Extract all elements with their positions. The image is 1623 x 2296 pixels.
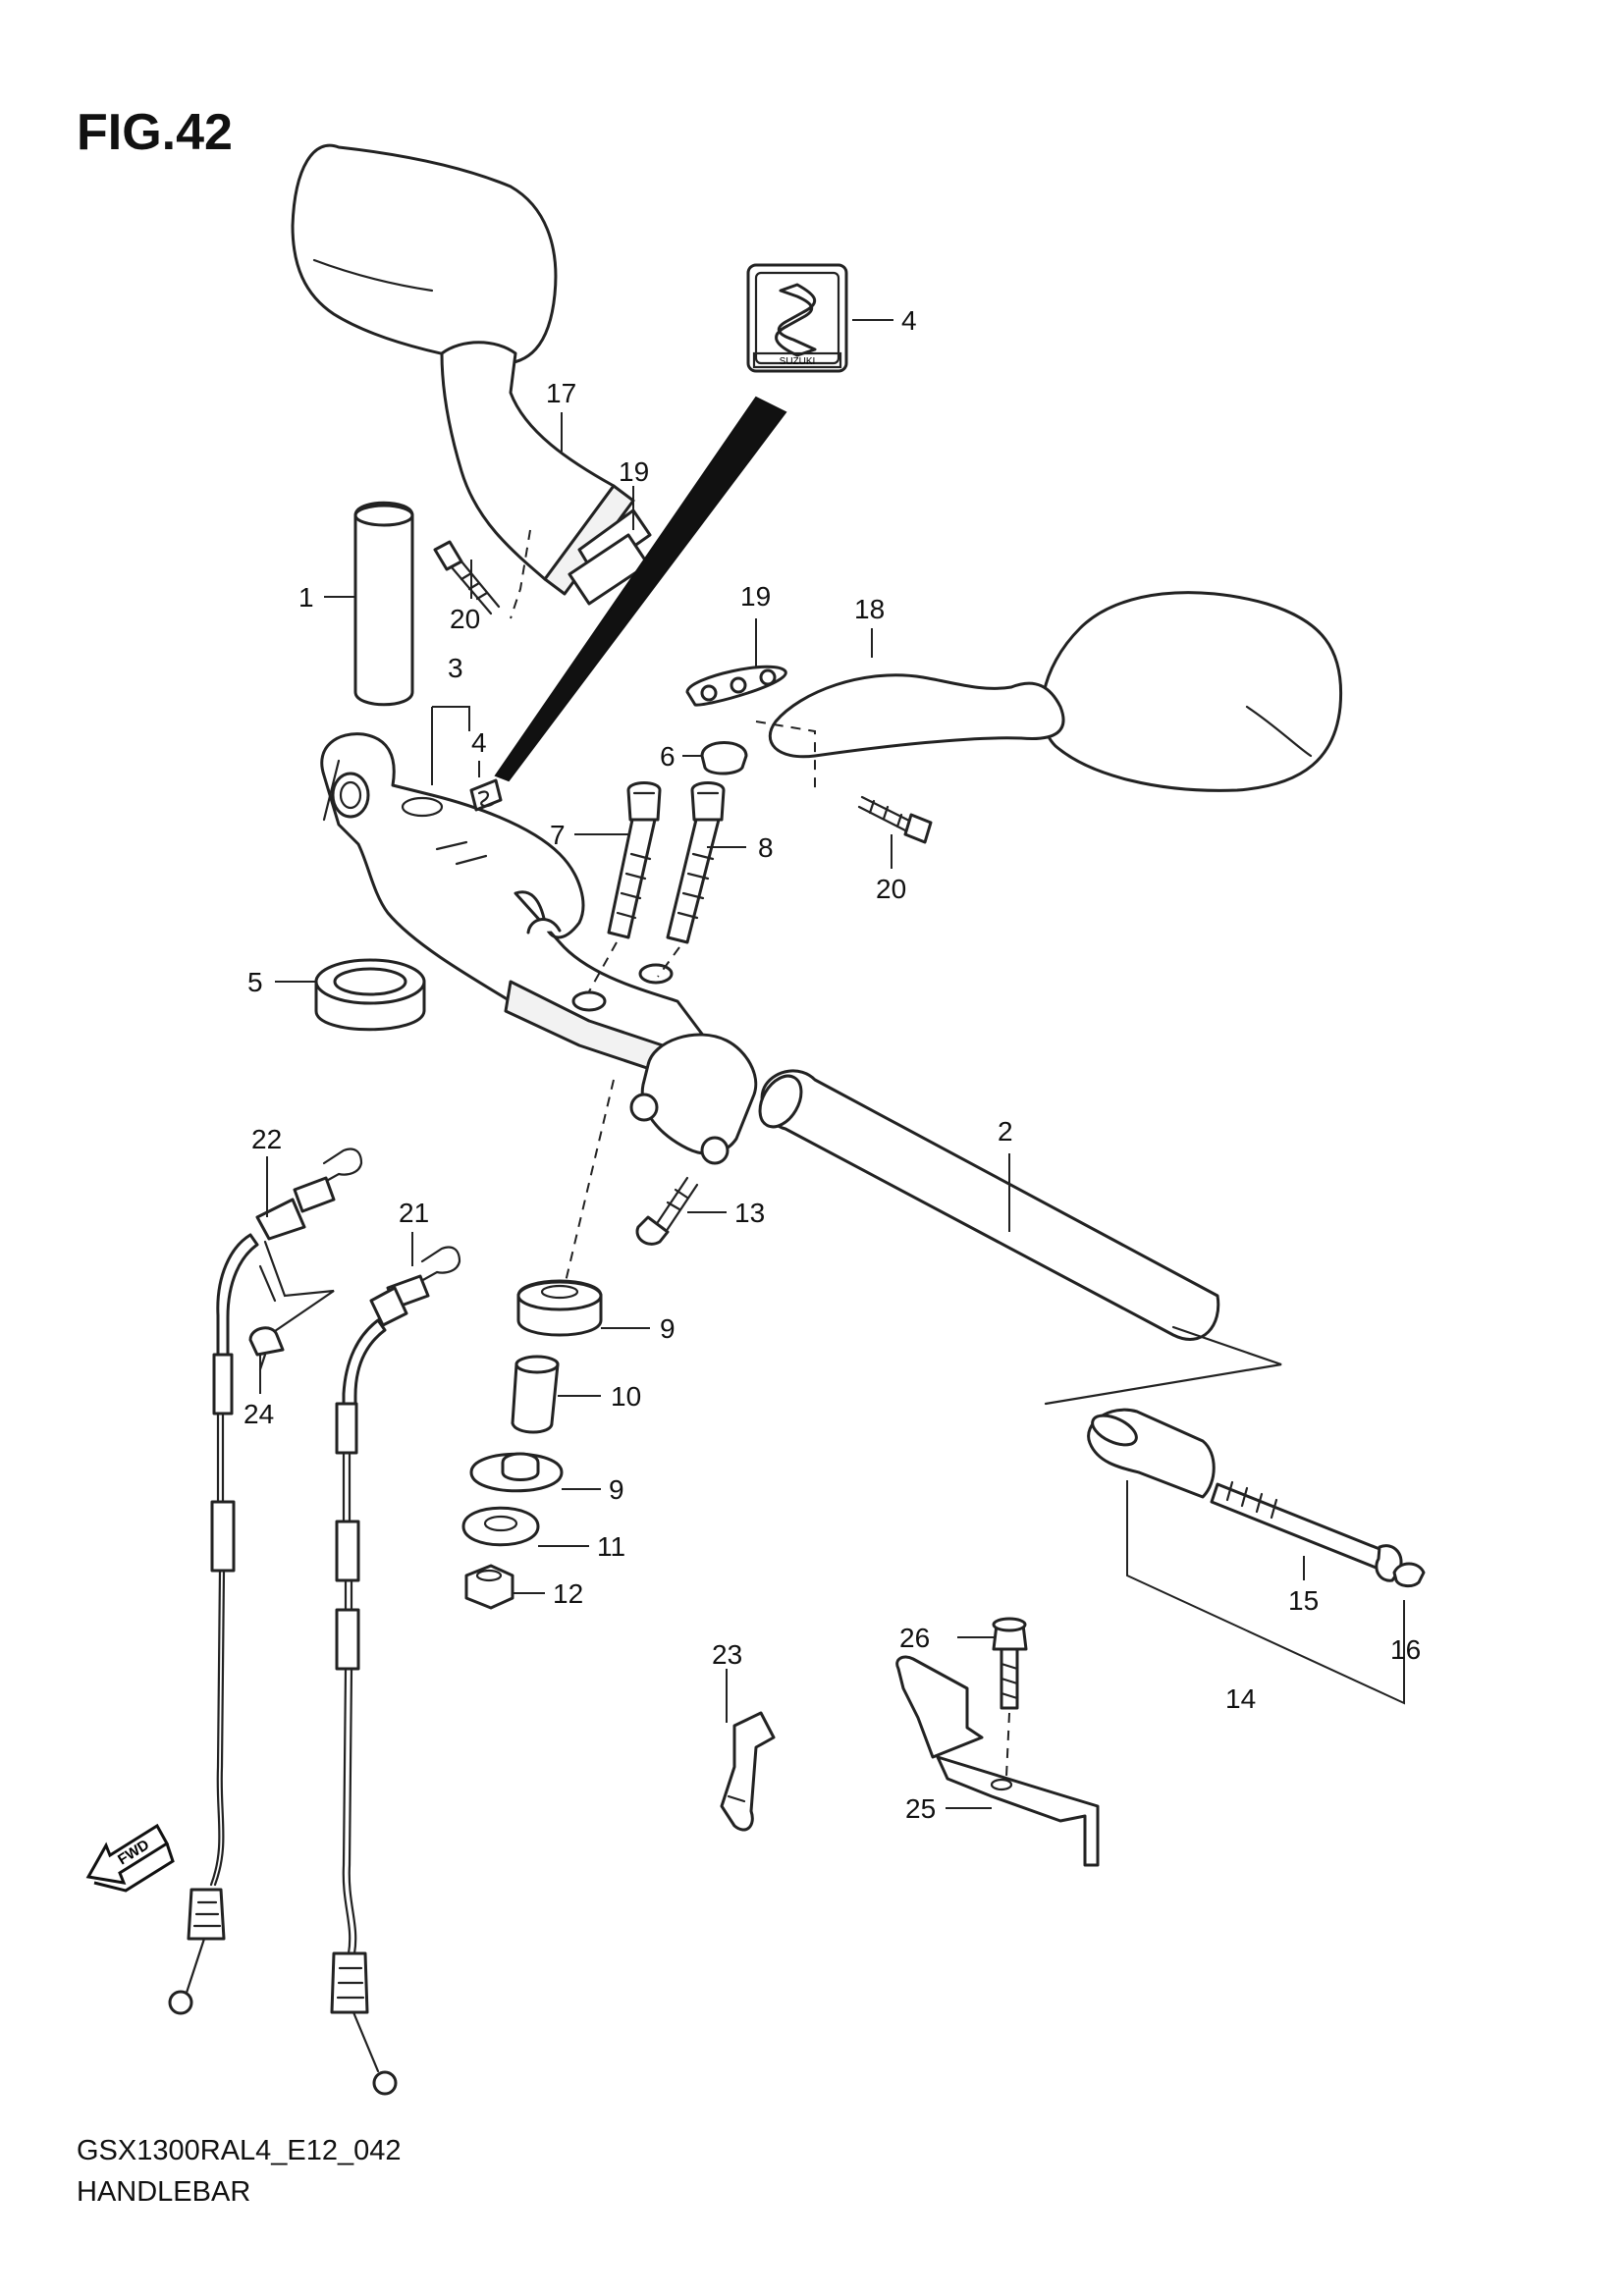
spacer-collar [511, 1355, 560, 1434]
callout-6: 6 [660, 741, 676, 772]
bracket-bolt-dash [1005, 1712, 1010, 1778]
right-mirror-bolt [857, 795, 933, 844]
callout-26: 26 [899, 1623, 930, 1653]
footer-model-code: GSX1300RAL4_E12_042 [77, 2135, 402, 2166]
balancer-bolt [1210, 1480, 1403, 1582]
callout-leaders [259, 319, 1405, 1809]
balancer-weight [1087, 1408, 1216, 1499]
holder-bolt-7 [607, 781, 662, 939]
callout-4-small-emblem: 4 [471, 727, 487, 758]
callout-24: 24 [243, 1399, 274, 1429]
callout-20-left: 20 [450, 604, 480, 634]
callout-17: 17 [546, 378, 576, 408]
callout-18: 18 [854, 594, 885, 624]
throttle-cable-22 [168, 1148, 363, 2015]
callout-14: 14 [1225, 1683, 1256, 1714]
callout-22: 22 [251, 1124, 282, 1154]
callout-7: 7 [550, 820, 566, 850]
handlebar-break-line [1044, 1325, 1282, 1406]
callout-labels: 1 2 3 4 4 5 6 7 8 9 9 10 11 12 13 14 15 … [243, 305, 1421, 1824]
bracket-14-leader [1126, 1480, 1405, 1705]
cable-bracket-screw [248, 1240, 335, 1371]
callout-3: 3 [448, 653, 463, 683]
figure-title: FIG.42 [77, 104, 233, 161]
callout-21: 21 [399, 1198, 429, 1228]
cushion-lower [469, 1452, 564, 1493]
callout-4-emblem: 4 [901, 305, 917, 336]
right-mirror-dash-line [755, 721, 816, 790]
top-clamp-cap [700, 741, 748, 775]
footer-section-name: HANDLEBAR [77, 2176, 250, 2208]
emblem-arrow [494, 396, 787, 782]
callout-15: 15 [1288, 1585, 1319, 1616]
bracket-bolt [992, 1617, 1028, 1710]
cushion-upper [516, 1279, 603, 1337]
callout-16: 16 [1390, 1634, 1421, 1665]
callout-25: 25 [905, 1793, 936, 1824]
left-mirror-dash-line [510, 529, 531, 619]
right-mirror-mount-plate [685, 665, 787, 707]
balancer-end-cap [1392, 1562, 1426, 1588]
washer [461, 1506, 540, 1547]
left-grip [353, 501, 414, 707]
handlebar-pipe [629, 1033, 1220, 1341]
handlebar-clamp-bolt [635, 1176, 699, 1246]
bolt-7-dash [588, 941, 618, 992]
stem-center-dash [564, 1079, 615, 1287]
callout-11: 11 [597, 1531, 625, 1562]
emblem-logo-text: SUZUKI [780, 356, 816, 367]
steering-stem-ring [314, 958, 426, 1032]
throttle-cable-21 [330, 1246, 461, 2096]
callout-9-lower: 9 [609, 1474, 624, 1505]
callout-19-left: 19 [619, 456, 649, 487]
fwd-arrow-icon: FWD [85, 1823, 175, 1893]
callout-2: 2 [998, 1116, 1013, 1147]
small-emblem [469, 778, 503, 812]
callout-10: 10 [611, 1381, 641, 1412]
guide-bracket [895, 1655, 1100, 1867]
callout-23: 23 [712, 1639, 742, 1670]
callout-5: 5 [247, 967, 263, 997]
callout-8: 8 [758, 832, 774, 863]
callout-19-right: 19 [740, 581, 771, 612]
callout-20-right: 20 [876, 874, 906, 904]
handlebar-holder [320, 732, 725, 1088]
holder-bolt-8 [666, 781, 726, 944]
callout-13: 13 [734, 1198, 765, 1228]
nut [464, 1564, 514, 1610]
callout-9-upper: 9 [660, 1313, 676, 1344]
callout-1: 1 [298, 582, 314, 613]
left-mirror [291, 143, 635, 596]
right-mirror [768, 591, 1343, 792]
cable-clamp [720, 1711, 776, 1832]
callout-12: 12 [553, 1578, 583, 1609]
bolt-8-dash [657, 946, 680, 978]
suzuki-emblem: SUZUKI [746, 263, 848, 373]
